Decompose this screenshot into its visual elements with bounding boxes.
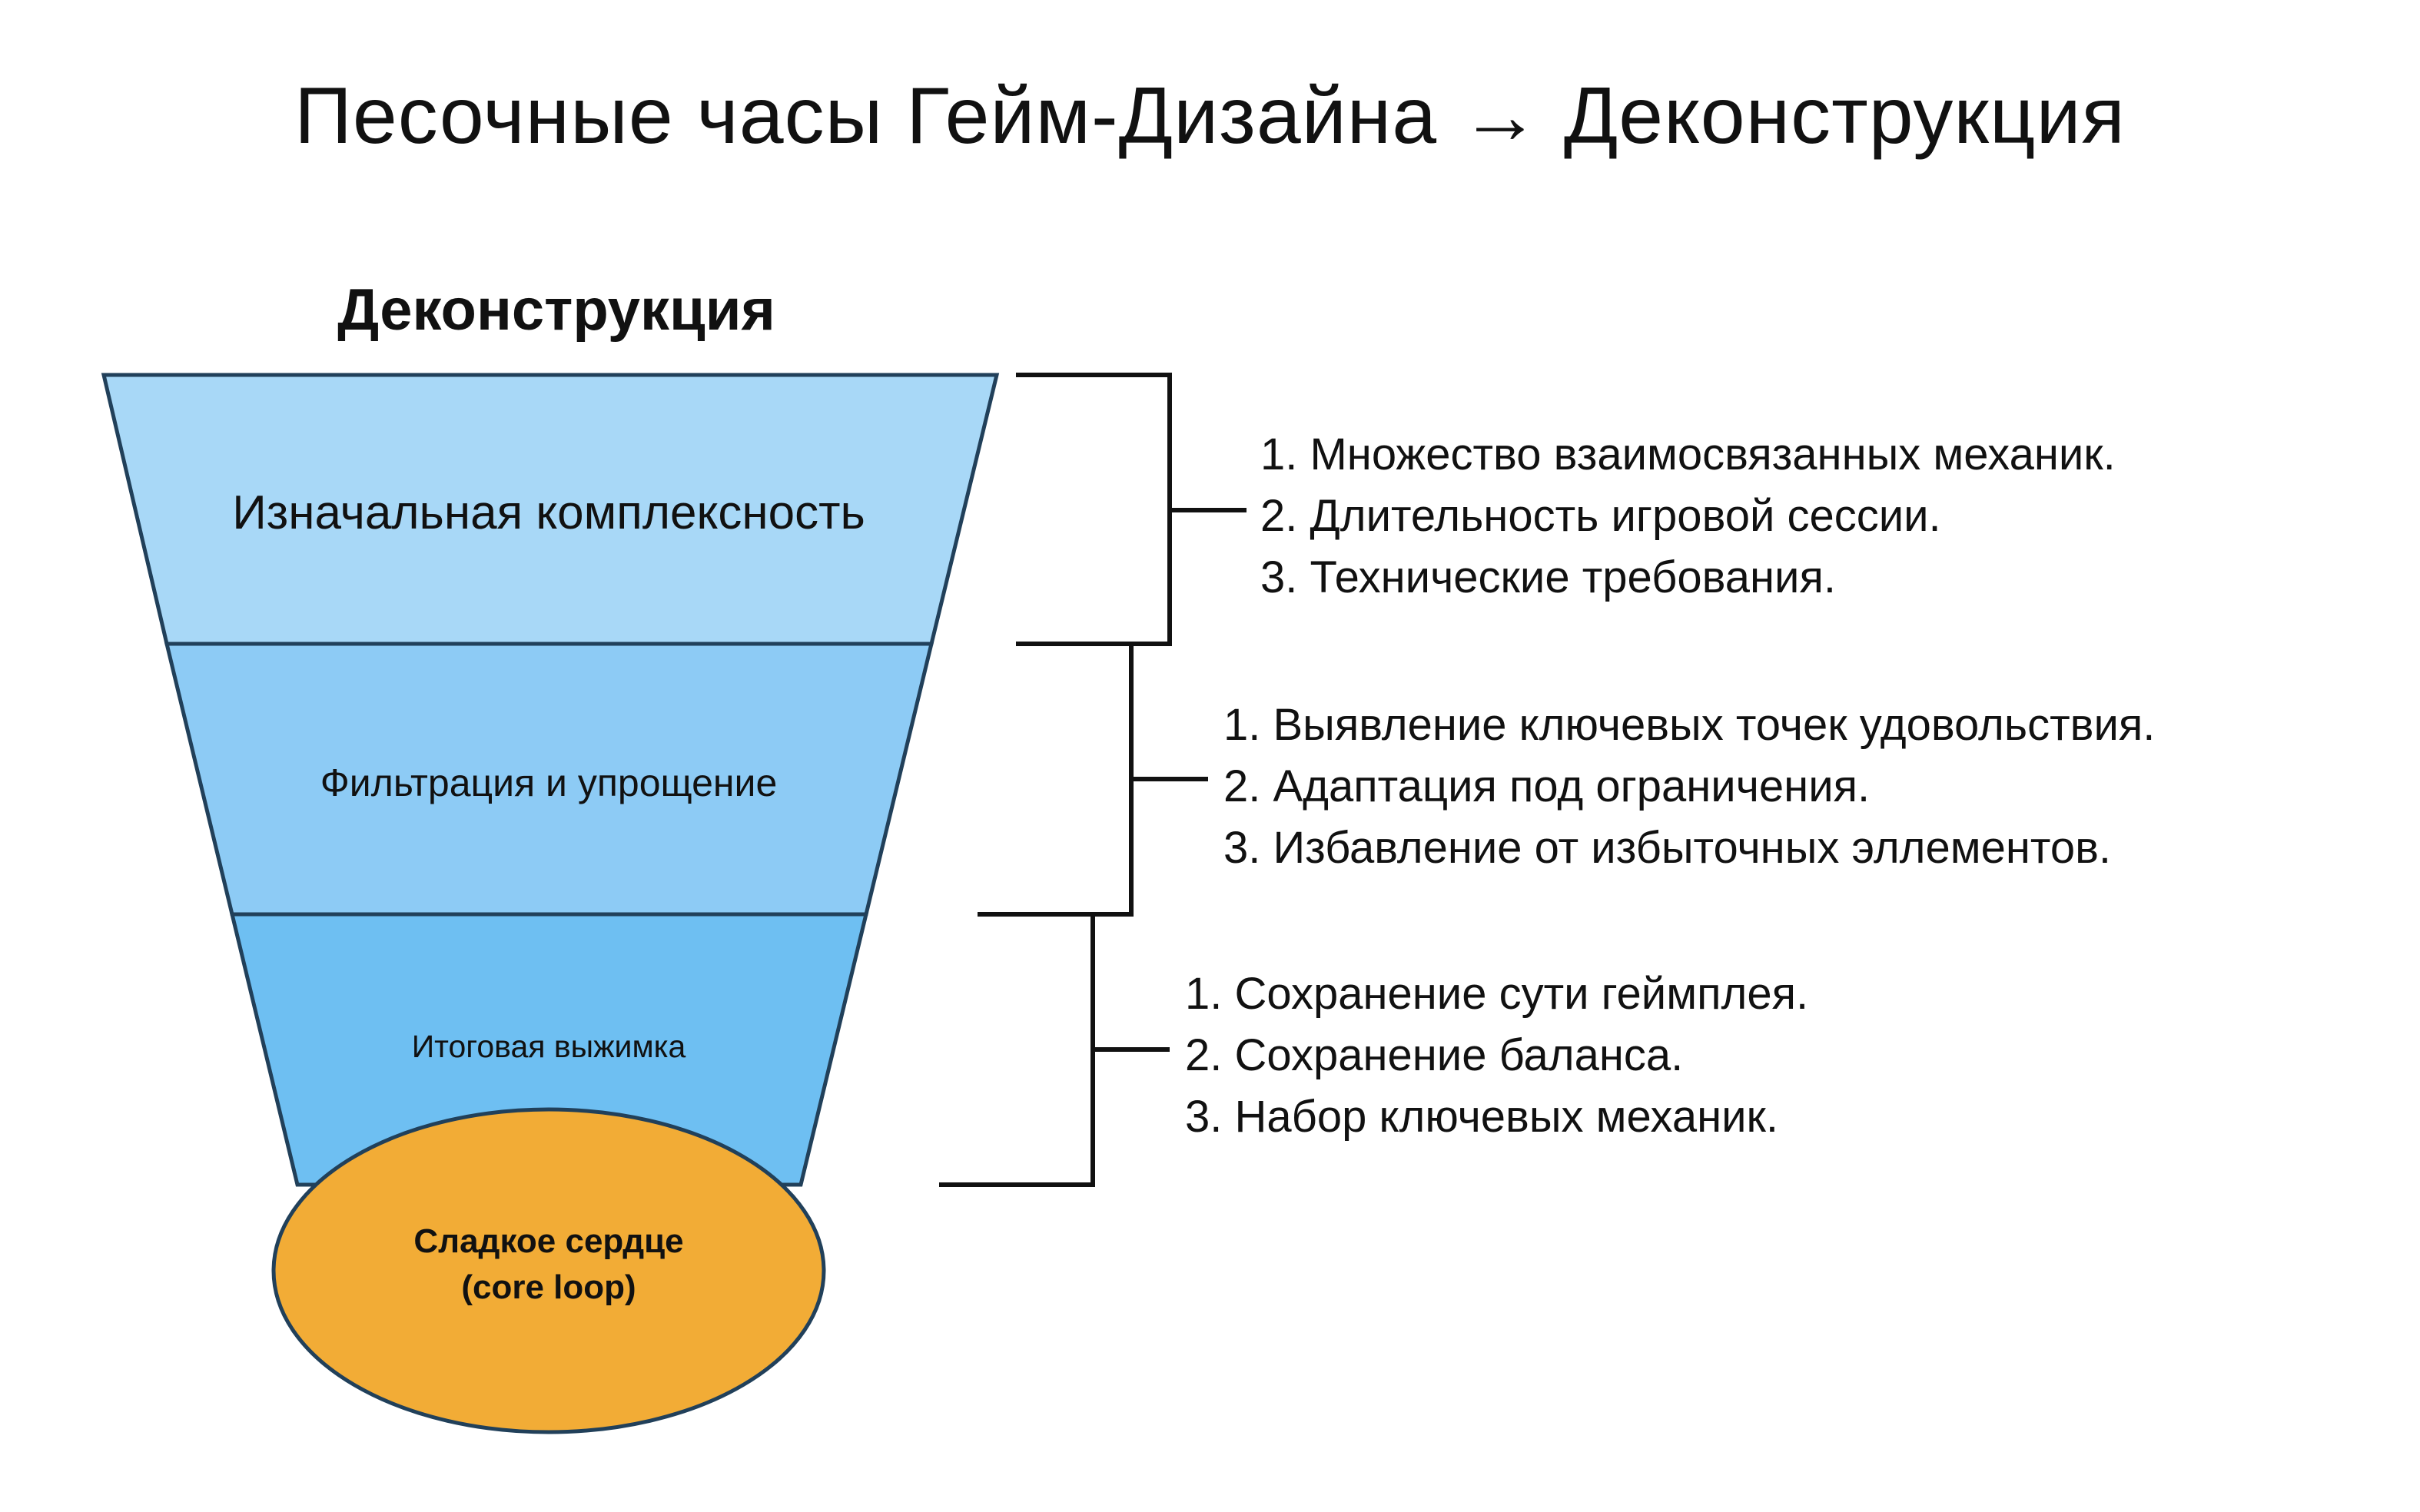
section-title: Деконструкция	[337, 277, 775, 343]
core-label-line2: (core loop)	[461, 1268, 636, 1306]
list-item: 1. Выявление ключевых точек удовольствия…	[1223, 700, 2156, 750]
list-group-1: 1. Множество взаимосвязанных механик. 2.…	[1260, 424, 2116, 608]
bracket-1	[1016, 373, 1247, 646]
core-ellipse	[271, 1107, 826, 1434]
funnel-layer-label: Фильтрация и упрощение	[320, 761, 778, 804]
list-item: 1. Множество взаимосвязанных механик.	[1260, 429, 2116, 479]
bracket-2	[978, 642, 1208, 917]
list-item: 3. Избавление от избыточных эллементов.	[1223, 823, 2112, 873]
funnel-layer-3	[229, 912, 869, 1187]
list-item: 3. Набор ключевых механик.	[1185, 1092, 1779, 1142]
list-item: 3. Технические требования.	[1260, 552, 1836, 602]
funnel-layer-label: Изначальная комплексность	[232, 486, 865, 539]
list-item: 1. Сохранение сути геймплея.	[1185, 969, 1809, 1019]
page-title: Песочные часы Гейм-Дизайна → Деконструкц…	[294, 71, 2126, 161]
list-item: 2. Длительность игровой сессии.	[1260, 491, 1941, 541]
list-item: 2. Сохранение баланса.	[1185, 1030, 1684, 1080]
funnel-layer-label: Итоговая выжимка	[412, 1029, 686, 1064]
bracket-3	[939, 912, 1170, 1187]
list-item: 2. Адаптация под ограничения.	[1223, 761, 1871, 811]
list-group-3: 1. Сохранение сути геймплея. 2. Сохранен…	[1185, 963, 1808, 1148]
list-group-2: 1. Выявление ключевых точек удовольствия…	[1223, 695, 2155, 879]
core-label-line1: Сладкое сердце	[413, 1222, 683, 1260]
